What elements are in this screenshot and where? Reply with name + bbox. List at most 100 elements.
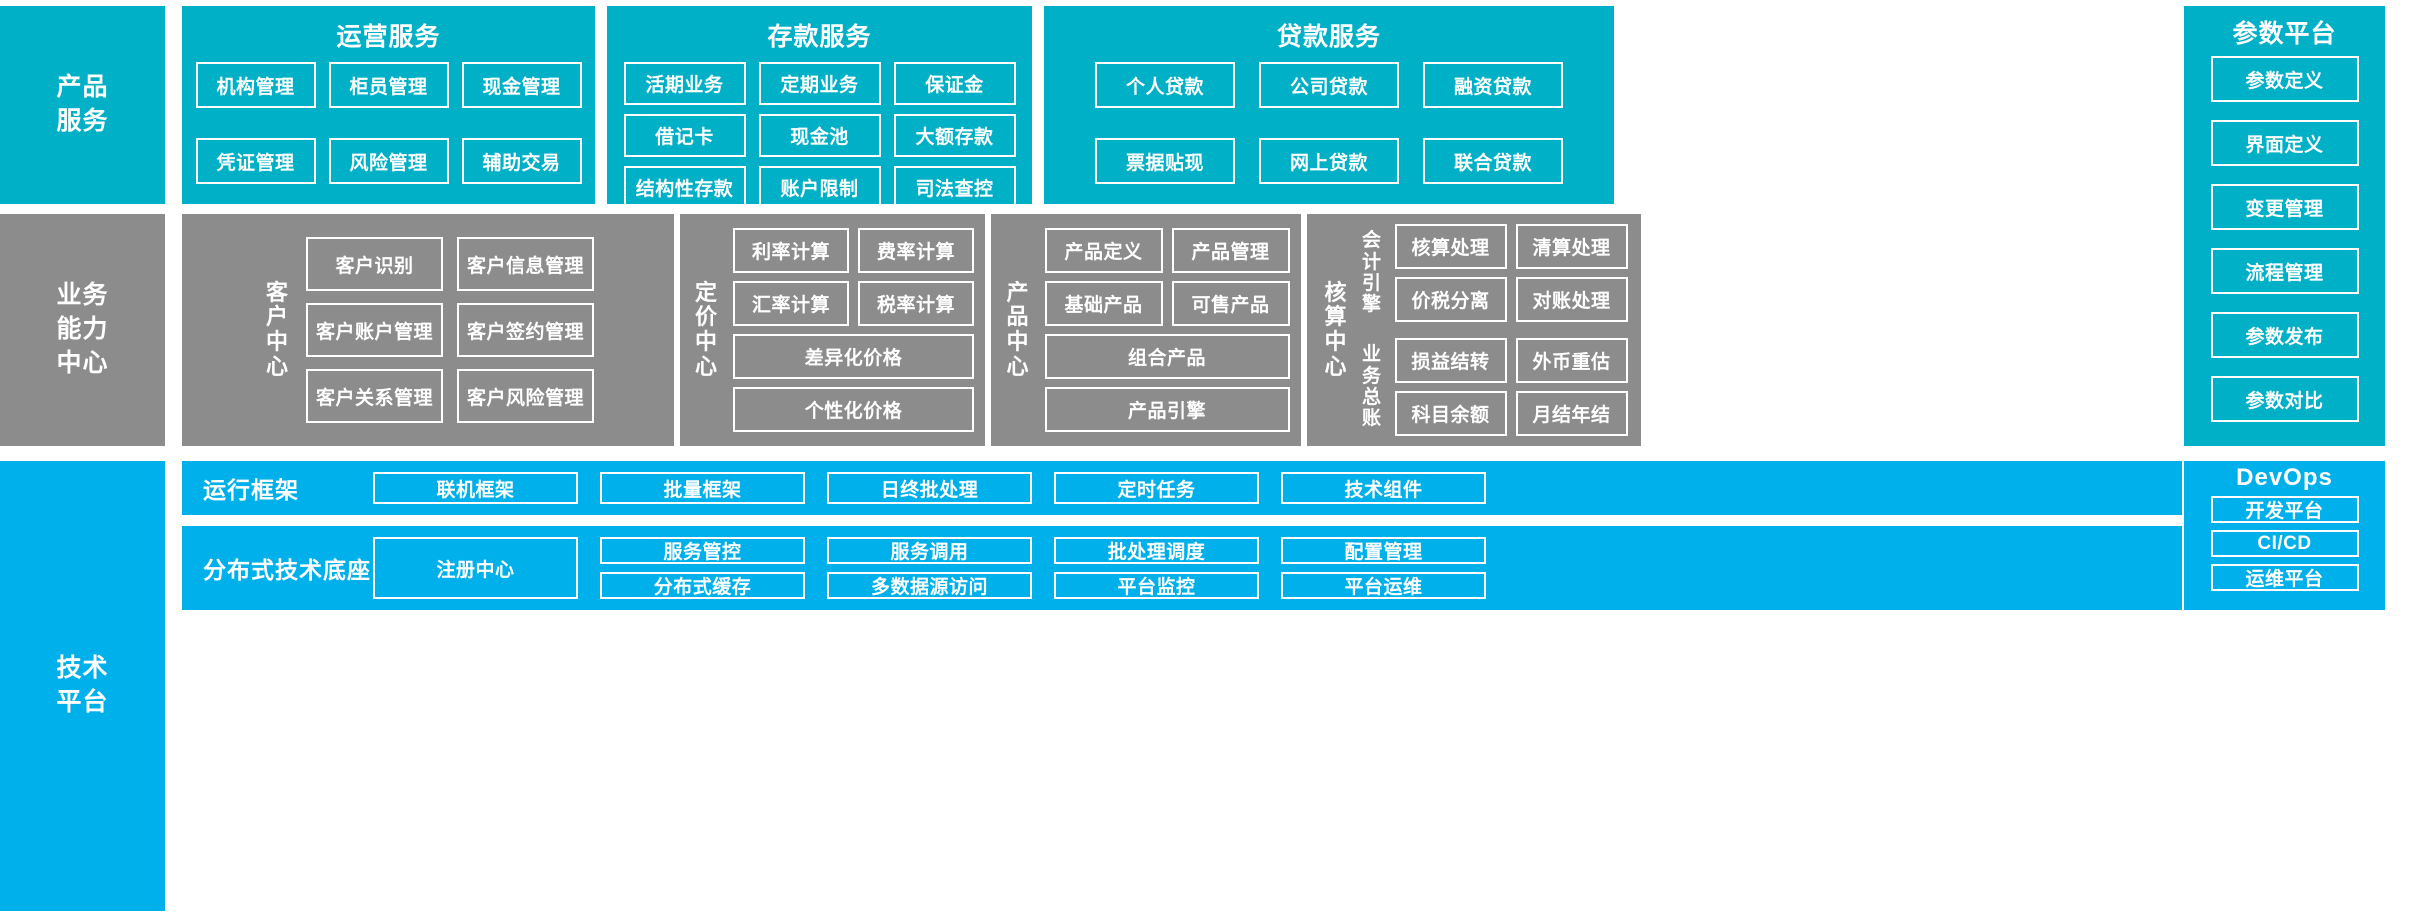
box-accounting-e-1-2[interactable]: 清算处理 [1515,224,1628,269]
box-parameter-1[interactable]: 参数定义 [2210,56,2359,102]
box-accounting-l-1-2[interactable]: 外币重估 [1515,338,1628,383]
box-loan-2-3[interactable]: 联合贷款 [1423,138,1563,184]
center-pricing-label-c1: 价 [694,304,717,330]
box-pricing-wide-1[interactable]: 差异化价格 [733,334,974,379]
box-deposit-1-3[interactable]: 保证金 [893,62,1016,105]
box-pricing-2-1[interactable]: 汇率计算 [733,281,849,326]
box-operations-2-2[interactable]: 风险管理 [328,138,449,184]
pricing-row-2: 汇率计算 税率计算 [733,281,974,326]
operations-row-1: 机构管理 柜员管理 现金管理 [195,62,582,108]
operations-row-2: 凭证管理 风险管理 辅助交易 [195,138,582,184]
product-row-1: 产品定义 产品管理 [1044,228,1290,273]
box-devops-1[interactable]: 开发平台 [2210,496,2359,523]
box-pricing-2-2[interactable]: 税率计算 [858,281,974,326]
box-dist-2-bot[interactable]: 多数据源访问 [827,572,1032,599]
box-deposit-2-2[interactable]: 现金池 [758,114,881,157]
box-loan-2-2[interactable]: 网上贷款 [1259,138,1399,184]
tech-row-runtime-framework-label: 运行框架 [203,477,299,503]
box-loan-1-3[interactable]: 融资贷款 [1423,62,1563,108]
box-deposit-3-1[interactable]: 结构性存款 [623,166,746,209]
box-loan-2-1[interactable]: 票据贴现 [1095,138,1235,184]
box-accounting-l-1-1[interactable]: 损益结转 [1394,338,1507,383]
box-parameter-3[interactable]: 变更管理 [2210,184,2359,230]
box-parameter-2[interactable]: 界面定义 [2210,120,2359,166]
group-title-operations: 运营服务 [336,23,441,51]
accounting-subgroup-ledger-label: 业 务 总 账 [1357,344,1387,429]
box-dist-1-bot[interactable]: 分布式缓存 [600,572,805,599]
box-dist-2-top[interactable]: 服务调用 [827,537,1032,564]
box-runtime-1[interactable]: 联机框架 [373,472,578,504]
box-deposit-1-2[interactable]: 定期业务 [758,62,881,105]
center-pricing-label-c3: 心 [694,353,717,379]
box-customer-2-2[interactable]: 客户签约管理 [457,303,594,357]
box-parameter-5[interactable]: 参数发布 [2210,312,2359,358]
box-deposit-2-1[interactable]: 借记卡 [623,114,746,157]
box-dist-3-top[interactable]: 批处理调度 [1054,537,1259,564]
customer-row-3: 客户关系管理 客户风险管理 [306,369,594,423]
box-deposit-1-1[interactable]: 活期业务 [623,62,746,105]
box-deposit-3-2[interactable]: 账户限制 [758,166,881,209]
box-deposit-3-3[interactable]: 司法查控 [893,166,1016,209]
box-accounting-e-2-1[interactable]: 价税分离 [1394,277,1507,322]
box-operations-2-1[interactable]: 凭证管理 [195,138,316,184]
box-parameter-4[interactable]: 流程管理 [2210,248,2359,294]
engine-label-c0: 会 [1361,230,1381,252]
box-operations-1-2[interactable]: 柜员管理 [328,62,449,108]
accounting-subgroup-engine-label: 会 计 引 擎 [1357,230,1387,315]
box-pricing-wide-2[interactable]: 个性化价格 [733,387,974,432]
box-product-wide-1[interactable]: 组合产品 [1044,334,1290,379]
engine-label-c2: 引 [1361,273,1381,294]
center-customer-label: 客 户 中 心 [262,279,292,380]
box-deposit-2-3[interactable]: 大额存款 [893,114,1016,157]
center-customer-label-c0: 客 [265,279,288,305]
box-runtime-4[interactable]: 定时任务 [1054,472,1259,504]
box-dist-4-bot[interactable]: 平台运维 [1281,572,1486,599]
center-accounting-label-c1: 算 [1324,304,1347,330]
box-pricing-1-2[interactable]: 费率计算 [858,228,974,273]
box-devops-2[interactable]: CI/CD [2210,530,2359,557]
box-product-2-1[interactable]: 基础产品 [1044,281,1163,326]
box-loan-1-1[interactable]: 个人贷款 [1095,62,1235,108]
box-dist-4-top[interactable]: 配置管理 [1281,537,1486,564]
box-product-wide-2[interactable]: 产品引擎 [1044,387,1290,432]
box-customer-1-2[interactable]: 客户信息管理 [457,237,594,291]
group-title-deposit: 存款服务 [767,23,872,51]
accounting-ledger-row-1: 损益结转 外币重估 [1394,338,1628,383]
box-registry-center[interactable]: 注册中心 [373,537,578,599]
box-customer-1-1[interactable]: 客户识别 [306,237,443,291]
center-customer-label-c2: 中 [265,329,288,354]
box-dist-1-top[interactable]: 服务管控 [600,537,805,564]
layer-label-business-capability: 业务 能力 中心 [0,214,165,446]
box-operations-1-1[interactable]: 机构管理 [195,62,316,108]
box-accounting-e-1-1[interactable]: 核算处理 [1394,224,1507,269]
ledger-label-c0: 业 [1361,344,1381,366]
center-pricing: 定 价 中 心 利率计算 费率计算 汇率计算 税率计算 差异化价格 个性化价格 [680,214,985,446]
box-accounting-l-2-1[interactable]: 科目余额 [1394,391,1507,436]
deposit-row-3: 结构性存款 账户限制 司法查控 [623,166,1016,209]
box-customer-2-1[interactable]: 客户账户管理 [306,303,443,357]
box-accounting-l-2-2[interactable]: 月结年结 [1515,391,1628,436]
box-runtime-5[interactable]: 技术组件 [1281,472,1486,504]
box-operations-2-3[interactable]: 辅助交易 [461,138,582,184]
box-customer-3-1[interactable]: 客户关系管理 [306,369,443,423]
box-product-2-2[interactable]: 可售产品 [1171,281,1290,326]
box-customer-3-2[interactable]: 客户风险管理 [457,369,594,423]
box-devops-3[interactable]: 运维平台 [2210,564,2359,591]
tech-row-distributed-base-label: 分布式技术底座 [203,557,371,583]
engine-label-c1: 计 [1361,251,1381,273]
box-runtime-3[interactable]: 日终批处理 [827,472,1032,504]
box-pricing-1-1[interactable]: 利率计算 [733,228,849,273]
center-pricing-label: 定 价 中 心 [691,280,721,380]
box-runtime-2[interactable]: 批量框架 [600,472,805,504]
group-operations-service: 运营服务 机构管理 柜员管理 现金管理 凭证管理 风险管理 辅助交易 [182,6,595,204]
box-parameter-6[interactable]: 参数对比 [2210,376,2359,422]
customer-row-1: 客户识别 客户信息管理 [306,237,594,291]
center-accounting-label-c2: 中 [1324,329,1347,354]
box-operations-1-3[interactable]: 现金管理 [461,62,582,108]
box-loan-1-2[interactable]: 公司贷款 [1259,62,1399,108]
box-accounting-e-2-2[interactable]: 对账处理 [1515,277,1628,322]
box-dist-3-bot[interactable]: 平台监控 [1054,572,1259,599]
box-product-1-2[interactable]: 产品管理 [1171,228,1290,273]
box-product-1-1[interactable]: 产品定义 [1044,228,1163,273]
